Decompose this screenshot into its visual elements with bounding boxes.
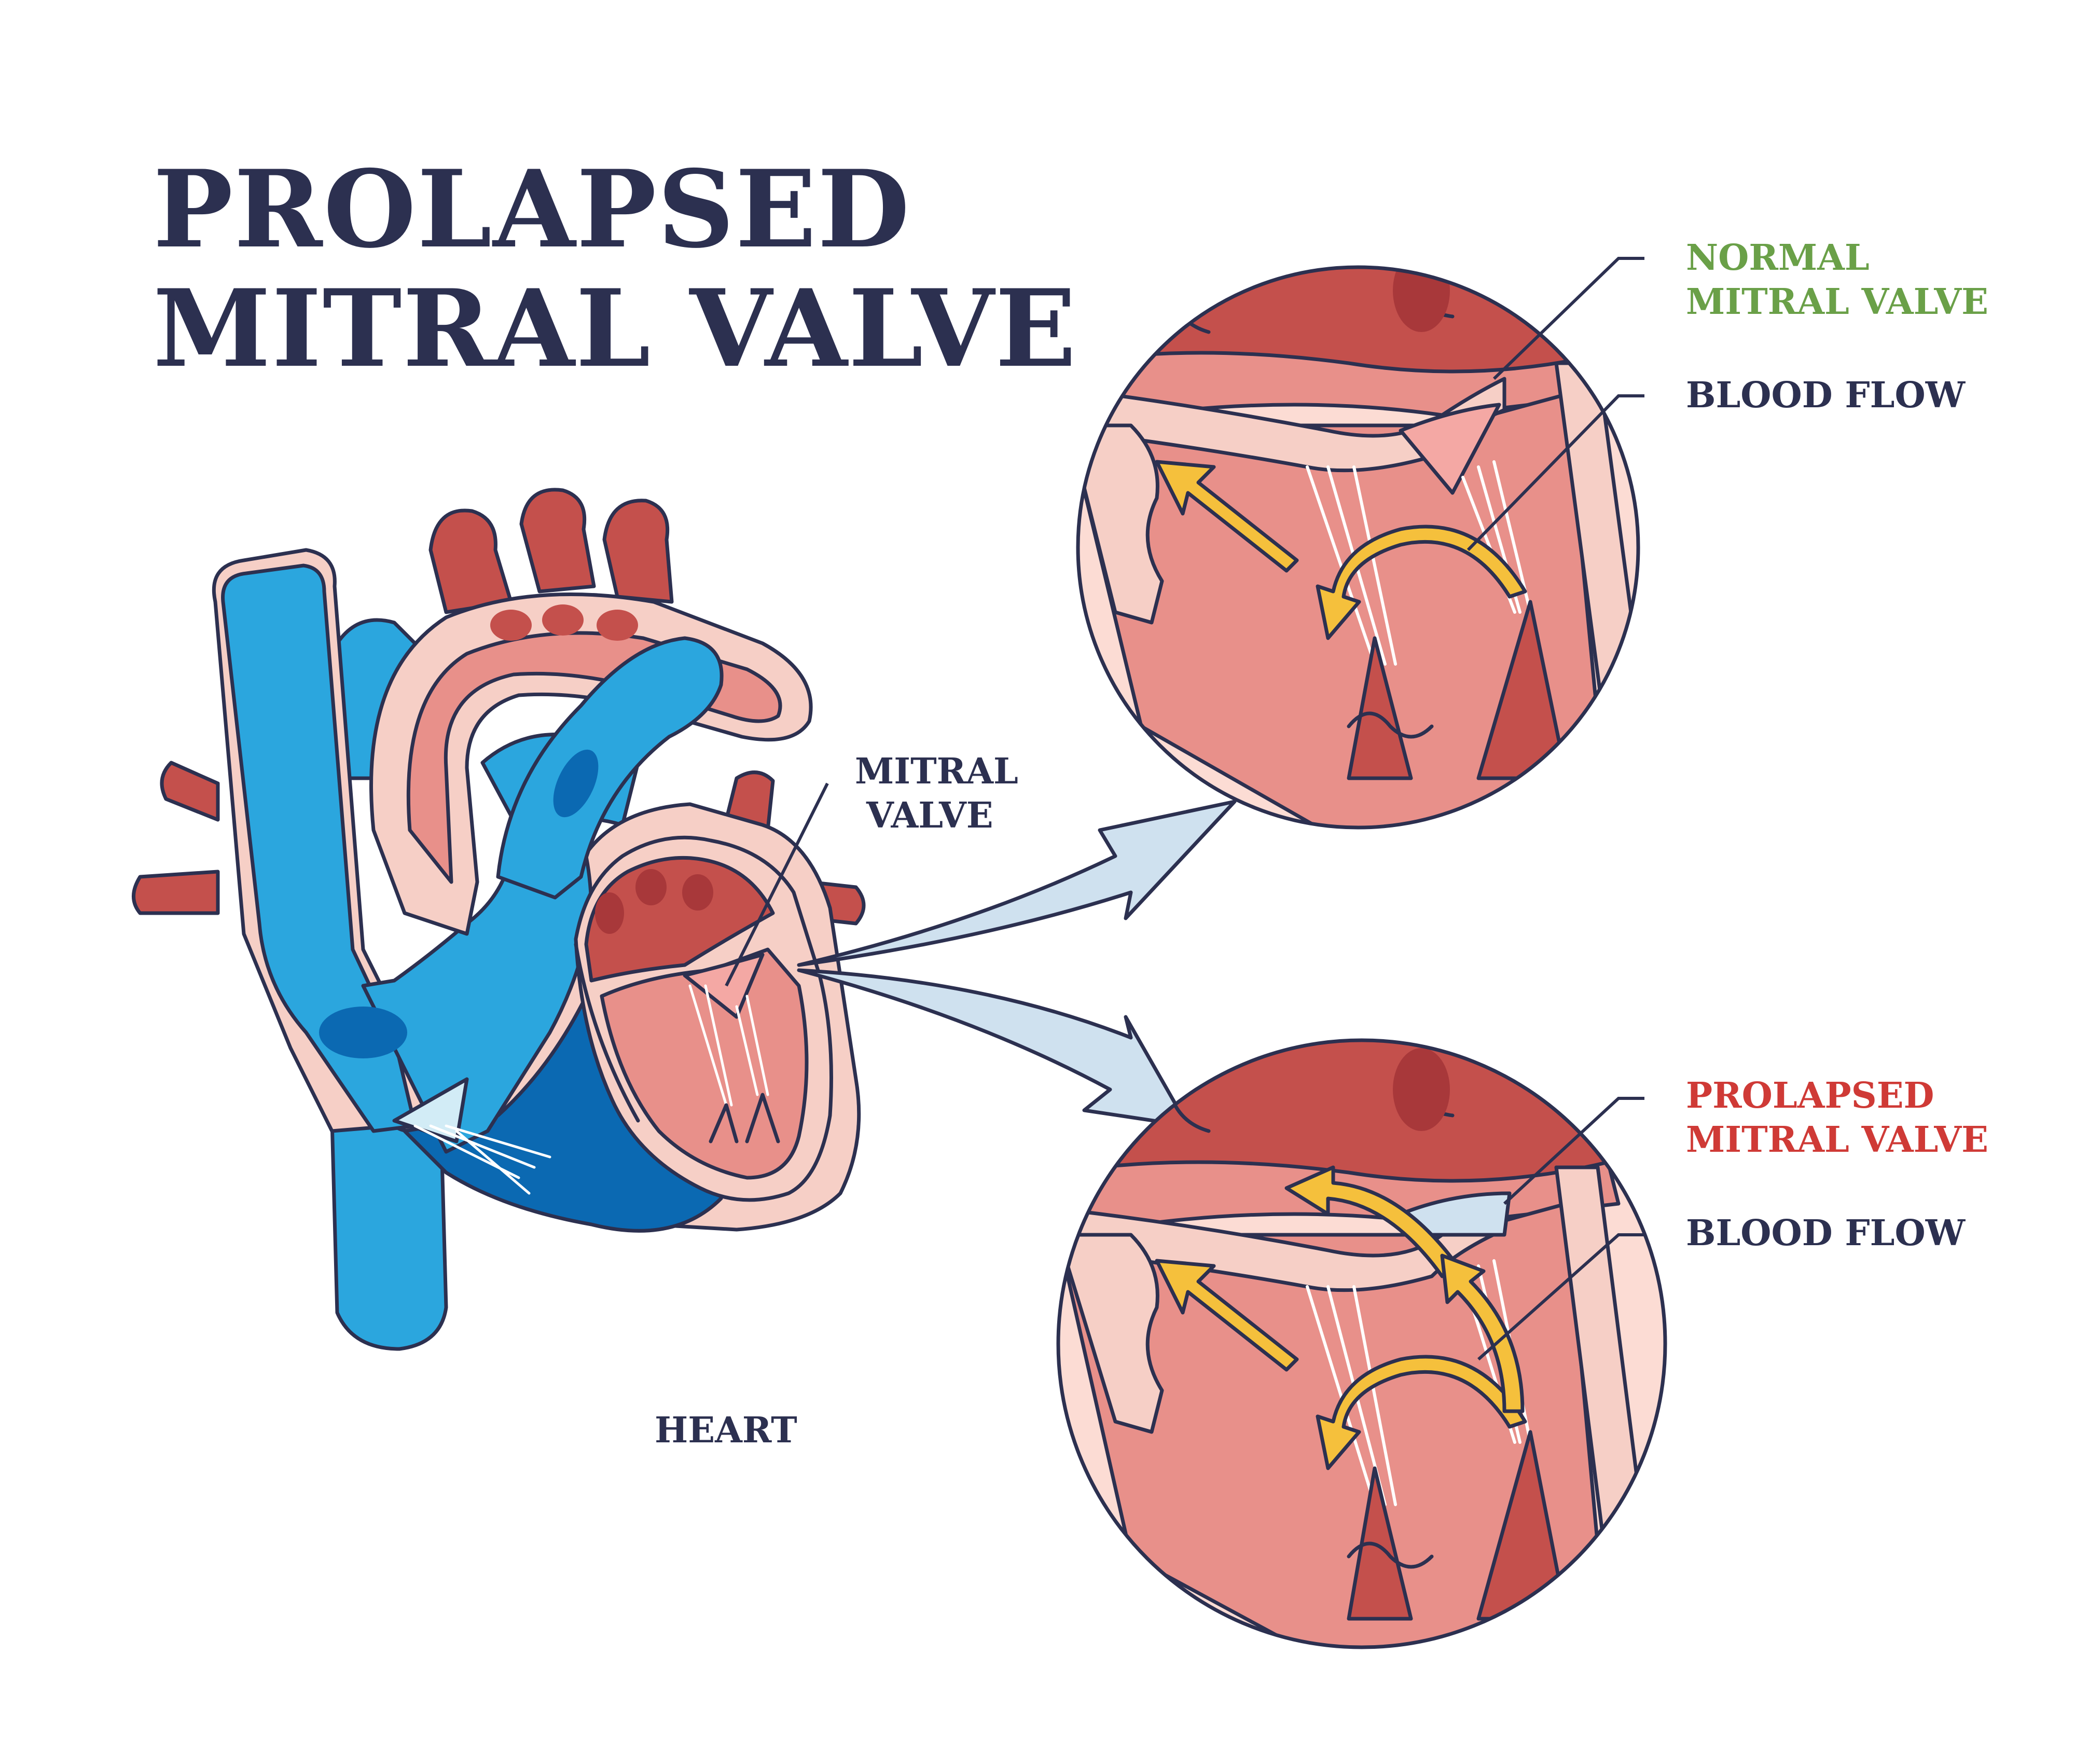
aortic-branch-2: [519, 488, 596, 594]
blood-flow-top-pointer: [1467, 394, 1644, 552]
left-atrium-spot-3: [682, 874, 713, 911]
title-line-2: MITRAL VALVE: [153, 267, 1077, 391]
left-atrium: [584, 856, 775, 983]
prolapsed-valve-closeup: [1056, 1038, 1667, 1649]
mitral-valve-pointer-line: [725, 782, 829, 987]
aortic-spot-2: [542, 604, 584, 636]
left-atrium-spot-2: [635, 869, 667, 905]
aortic-spot-1: [490, 610, 532, 641]
papillary-left: [1347, 636, 1413, 780]
left-atrium-spot-1: [595, 892, 624, 934]
prolapsed-flow-arrow-2: [1316, 1355, 1527, 1470]
tricuspid-chords: [413, 1124, 551, 1195]
normal-flow-arrow-1: [1155, 460, 1299, 573]
papillary-muscles: [709, 1093, 780, 1143]
normal-valve-label-line-2: MITRAL VALVE: [1686, 281, 1988, 323]
normal-valve-pointer: [1492, 257, 1644, 380]
vena-cava-opening: [319, 1007, 407, 1058]
title-line-1: PROLAPSED: [153, 147, 911, 272]
pointer-arrow-to-normal: [797, 800, 1237, 967]
pulmonary-vein-upper-right: [724, 770, 775, 832]
normal-valve-leaflet: [1399, 403, 1501, 495]
pulmonary-vein-lower-left: [132, 870, 220, 915]
heart-mitral-valve: [683, 953, 765, 1019]
heart-mitral-chords: [688, 984, 769, 1107]
heart-illustration: [132, 488, 866, 1351]
normal-flow-arrow-2: [1316, 525, 1527, 640]
mitral-valve-label-line-1: MITRAL: [855, 751, 1018, 792]
pulmonary-trunk: [496, 636, 724, 900]
pulmonary-vein-upper-left: [160, 761, 220, 822]
mitral-valve-label-line-2: VALVE: [866, 795, 993, 836]
prolapsed-flow-arrow-4: [1440, 1253, 1525, 1413]
prolapsed-flow-arrow-1: [1155, 1259, 1299, 1372]
aortic-branch-1: [428, 508, 513, 614]
normal-valve-closeup: [1076, 265, 1640, 830]
blood-flow-top-label: BLOOD FLOW: [1686, 375, 1966, 416]
prolapsed-valve-leaflet: [1399, 1191, 1512, 1237]
heart-label: HEART: [655, 1410, 797, 1451]
interventricular-septum: [574, 942, 640, 1123]
wall-left: [1078, 423, 1164, 625]
normal-valve-label-line-1: NORMAL: [1686, 237, 1870, 279]
label-pointer-lines: [1467, 257, 1644, 1361]
prolapsed-valve-label-line-2: MITRAL VALVE: [1686, 1119, 1988, 1161]
aortic-spot-3: [597, 610, 638, 641]
blood-flow-bottom-label: BLOOD FLOW: [1686, 1212, 1966, 1254]
prolapsed-valve-label-line-1: PROLAPSED: [1686, 1075, 1934, 1117]
prolapsed-valve-pointer: [1503, 1097, 1644, 1205]
blood-flow-bottom-pointer: [1477, 1233, 1644, 1361]
valve-leaflet-band: [1078, 377, 1506, 473]
prolapsed-flow-arrow-3: [1284, 1165, 1460, 1278]
pulmonary-trunk-opening: [553, 749, 599, 818]
aortic-branch-3: [602, 499, 674, 604]
inferior-vena-cava: [330, 1119, 448, 1351]
